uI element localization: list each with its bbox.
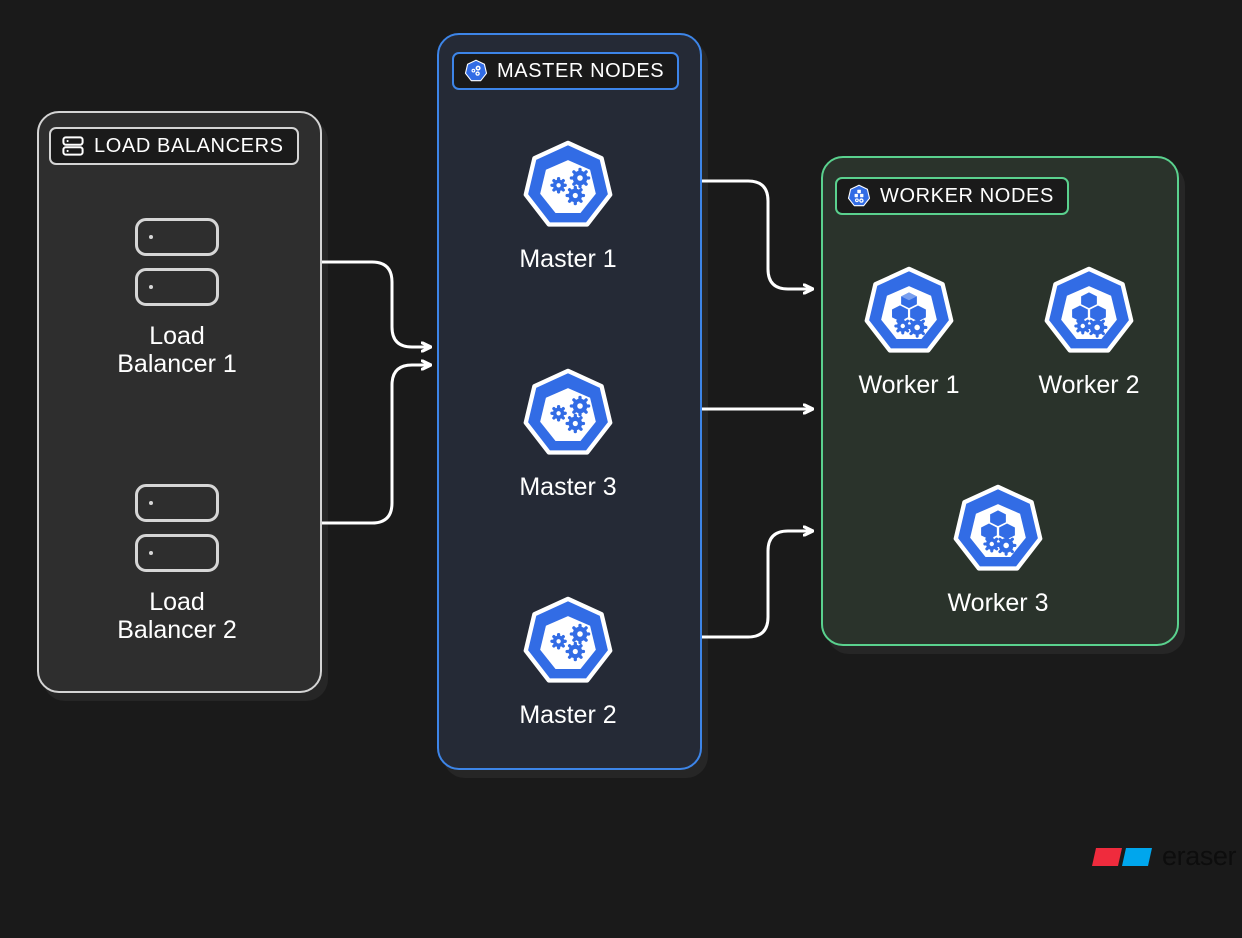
- kubernetes-control-plane-icon: [523, 596, 613, 683]
- connector-lb2-to-masters: [220, 365, 430, 525]
- connector-master2-to-worker3: [616, 531, 812, 639]
- load-balancer-bar-bottom: [135, 534, 219, 572]
- node-master-3[interactable]: Master 3: [519, 368, 617, 501]
- node-label-master-1: Master 1: [519, 245, 617, 273]
- kubernetes-node-icon: [1044, 266, 1134, 353]
- node-worker-3[interactable]: Worker 3: [948, 484, 1048, 617]
- group-title-load-balancers[interactable]: LOAD BALANCERS: [49, 127, 299, 165]
- node-label-load-balancer-2: Load Balancer 2: [117, 588, 237, 644]
- group-title-master-nodes[interactable]: MASTER NODES: [452, 52, 680, 90]
- eraser-wordmark: eraser: [1162, 841, 1237, 871]
- node-master-1[interactable]: Master 1: [519, 140, 617, 273]
- node-label-worker-1: Worker 1: [858, 371, 960, 399]
- eraser-logo-icon: [1092, 847, 1152, 866]
- node-label-master-3: Master 3: [519, 473, 617, 501]
- load-balancer-icon: [135, 218, 219, 306]
- kubernetes-node-icon: [953, 484, 1043, 571]
- load-balancer-bar-top: [135, 218, 219, 256]
- eraser-watermark[interactable]: eraser: [1092, 841, 1237, 871]
- node-label-load-balancer-1: Load Balancer 1: [117, 322, 237, 378]
- node-master-2[interactable]: Master 2: [519, 596, 617, 729]
- node-label-worker-3: Worker 3: [947, 589, 1049, 617]
- node-load-balancer-2[interactable]: Load Balancer 2: [117, 484, 237, 644]
- kubernetes-node-icon: [847, 184, 871, 207]
- kubernetes-control-plane-icon: [523, 368, 613, 455]
- kubernetes-control-plane-icon: [523, 140, 613, 227]
- load-balancer-icon: [135, 484, 219, 572]
- kubernetes-control-plane-icon: [464, 59, 488, 82]
- node-load-balancer-1[interactable]: Load Balancer 1: [117, 218, 237, 378]
- node-label-master-2: Master 2: [519, 701, 617, 729]
- load-balancer-bar-bottom: [135, 268, 219, 306]
- load-balancer-bar-top: [135, 484, 219, 522]
- node-worker-2[interactable]: Worker 2: [1039, 266, 1139, 399]
- group-title-label-worker-nodes: WORKER NODES: [880, 184, 1054, 207]
- node-worker-1[interactable]: Worker 1: [859, 266, 959, 399]
- group-load-balancers[interactable]: [37, 111, 322, 693]
- group-title-worker-nodes[interactable]: WORKER NODES: [835, 177, 1069, 215]
- connector-lb1-to-masters: [220, 260, 430, 347]
- group-title-label-load-balancers: LOAD BALANCERS: [94, 134, 284, 157]
- node-label-worker-2: Worker 2: [1038, 371, 1140, 399]
- load-balancer-icon: [62, 136, 84, 156]
- group-title-label-master-nodes: MASTER NODES: [497, 59, 665, 82]
- kubernetes-node-icon: [864, 266, 954, 353]
- connector-master1-to-worker1: [616, 179, 812, 289]
